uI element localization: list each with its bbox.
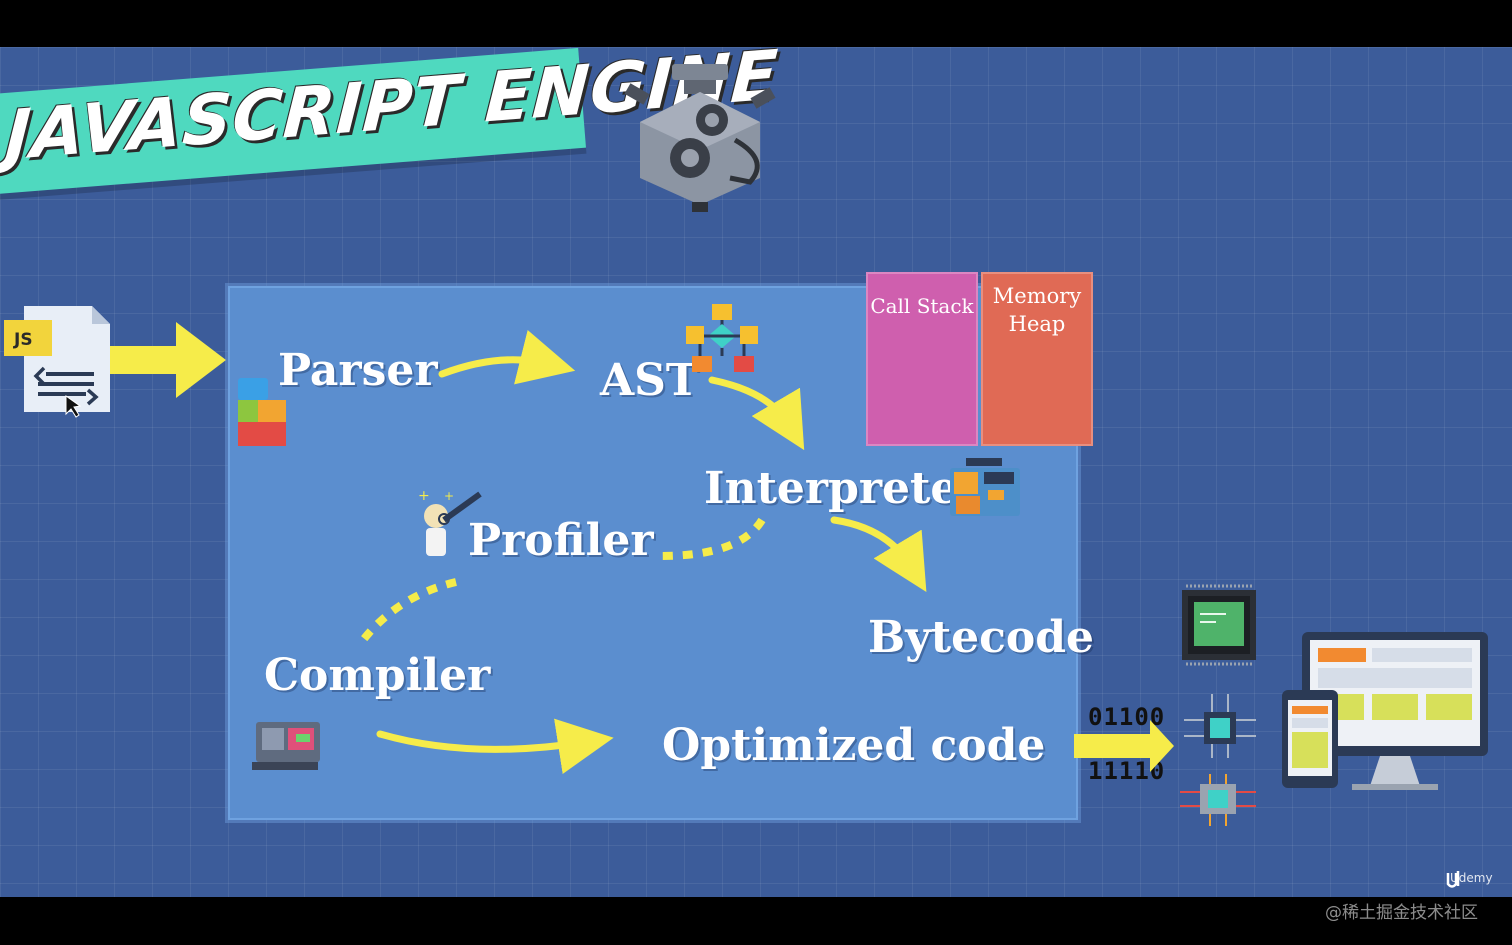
toolbox-icon	[950, 458, 1020, 516]
parser-label: Parser	[278, 345, 438, 396]
machine-icon	[252, 722, 320, 770]
scientist-icon: + +	[418, 488, 482, 556]
arrow-interpreter-to-bytecode	[830, 516, 927, 593]
sparkle-icon: +	[444, 489, 454, 503]
sparkle-icon: +	[418, 488, 430, 504]
desktop-monitor-icon	[1302, 632, 1488, 790]
blocks-icon	[238, 378, 286, 446]
arrow-ast-to-interpreter	[708, 376, 805, 451]
arrow-interpreter-to-profiler	[659, 517, 766, 560]
memory-heap-line2: Heap	[1008, 312, 1066, 336]
js-file-icon: JS	[4, 306, 110, 418]
arrow-compiler-to-optimized	[376, 718, 614, 774]
profiler-label: Profiler	[468, 515, 654, 566]
memory-heap-box: Memory Heap	[981, 272, 1093, 446]
ast-label: AST	[600, 355, 699, 406]
memory-heap-label: Memory Heap	[983, 282, 1091, 338]
cpu-chip-icon	[1182, 584, 1256, 666]
memory-heap-line1: Memory	[992, 284, 1082, 308]
js-badge: JS	[13, 330, 33, 350]
input-arrow	[110, 322, 226, 398]
engine-icon	[624, 64, 776, 212]
letterbox-bottom	[0, 897, 1512, 945]
site-watermark: @稀土掘金技术社区	[1325, 903, 1478, 923]
udemy-logo-icon	[1446, 871, 1460, 888]
arrow-parser-to-ast	[438, 330, 576, 385]
output-arrow	[1074, 720, 1174, 772]
bytecode-label: Bytecode	[868, 612, 1094, 663]
interpreter-label: Interpreter	[704, 463, 982, 514]
letterbox-top	[0, 0, 1512, 47]
udemy-watermark: Udemy	[1450, 871, 1493, 885]
arrow-profiler-to-compiler	[356, 578, 457, 647]
optimized-code-label: Optimized code	[662, 720, 1046, 771]
ast-tree-icon	[686, 304, 758, 372]
compiler-label: Compiler	[264, 650, 491, 701]
call-stack-label: Call Stack	[870, 294, 974, 318]
call-stack-box: Call Stack	[866, 272, 978, 446]
circuit-chip-icon	[1180, 774, 1256, 826]
circuit-chip-icon	[1184, 694, 1256, 758]
phone-icon	[1282, 690, 1338, 788]
